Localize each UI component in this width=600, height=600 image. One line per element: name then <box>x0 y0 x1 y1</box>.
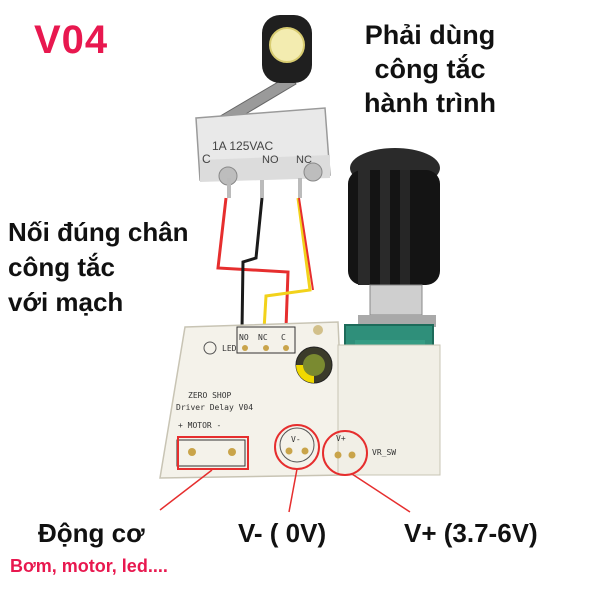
pcb-motor-label: + MOTOR - <box>178 421 221 430</box>
vplus-callout <box>322 430 411 513</box>
pcb-model: Driver Delay V04 <box>176 403 253 412</box>
switch-note-line-2: công tắc <box>374 54 486 84</box>
pcb-vrsw-label: VR_SW <box>372 448 396 457</box>
pcb-pin-c: C <box>281 333 286 342</box>
switch-pin-c: C <box>202 152 211 166</box>
pcb-pin-nc: NC <box>258 333 268 342</box>
vminus-callout <box>274 424 320 513</box>
roller-icon <box>269 27 305 63</box>
vminus-label: V- ( 0V) <box>238 518 327 548</box>
motor-callout <box>159 436 249 511</box>
limit-switch: 1A 125VAC C NO NC <box>195 15 331 198</box>
pin-note-line-2: công tắc <box>8 252 115 282</box>
motor-sublabel: Bơm, motor, led.... <box>10 556 168 576</box>
pcb-vminus-label: V- <box>291 435 301 444</box>
vplus-label: V+ (3.7-6V) <box>404 518 538 548</box>
switch-note-line-3: hành trình <box>364 88 496 118</box>
pcb-brand: ZERO SHOP <box>188 391 232 400</box>
switch-note-line-1: Phải dùng <box>364 20 496 50</box>
pcb-pin-no: NO <box>239 333 249 342</box>
pin-note-line-3: với mạch <box>8 287 124 317</box>
pcb-board: NO NC C LED ZERO SHOP Driver Delay V04 +… <box>159 321 441 479</box>
switch-pin-nc: NC <box>296 154 312 166</box>
motor-label: Động cơ <box>38 518 145 548</box>
switch-note: Phải dùng công tắc hành trình <box>355 18 505 120</box>
pcb-vplus-label: V+ <box>336 434 346 443</box>
product-title: V04 <box>34 18 109 62</box>
pin-note: Nối đúng chân công tắc với mạch <box>8 215 189 320</box>
wires <box>216 197 314 331</box>
switch-rating: 1A 125VAC <box>212 139 273 153</box>
switch-pin-no: NO <box>262 154 279 166</box>
pin-note-line-1: Nối đúng chân <box>8 217 189 247</box>
pcb-led-label: LED <box>222 344 237 353</box>
